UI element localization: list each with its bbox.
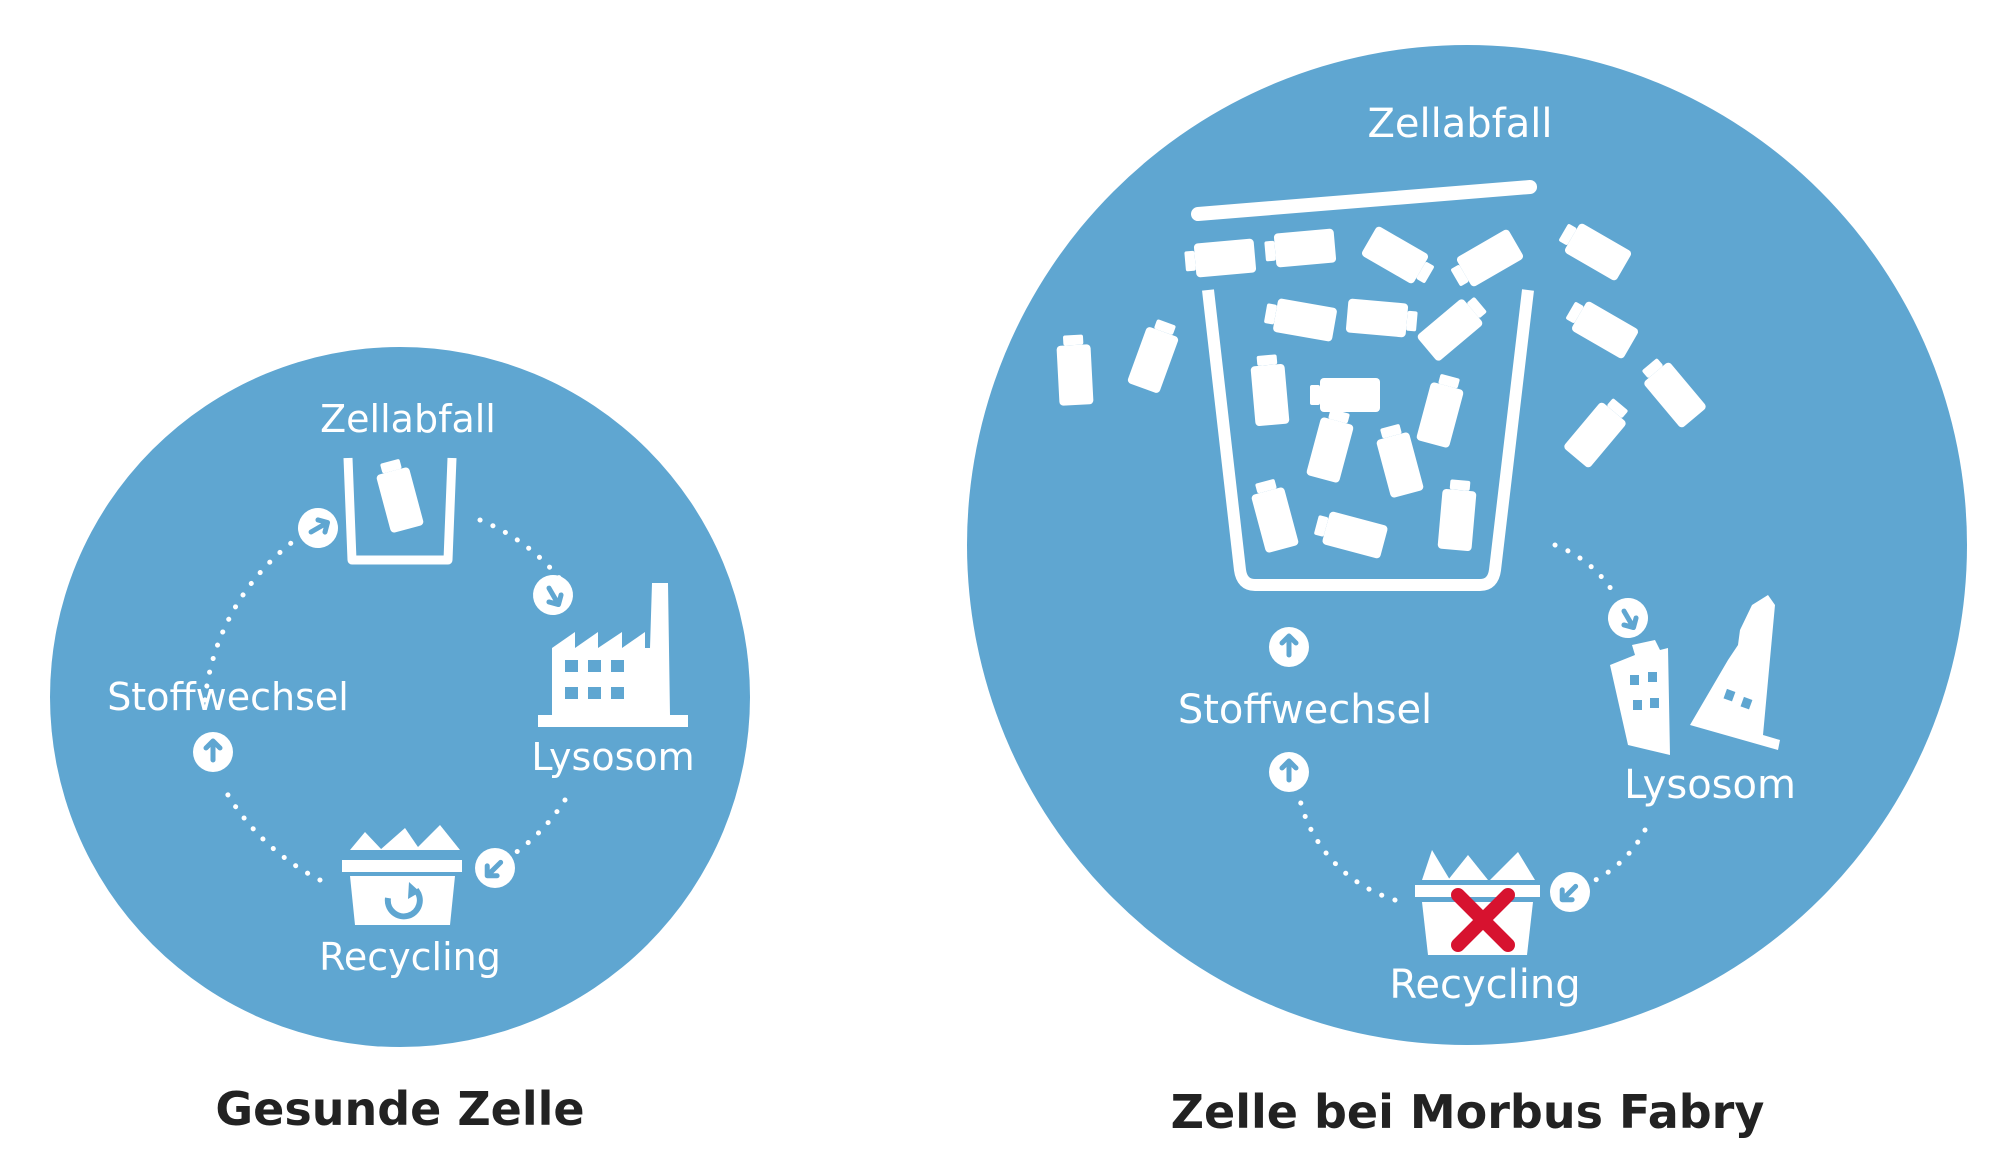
- fabry-label-lysosome: Lysosom: [1624, 762, 1796, 808]
- recycling-basket-icon: [342, 825, 462, 925]
- healthy-cycle-dotted-path: [502, 797, 568, 863]
- refresh-icon: [384, 888, 423, 920]
- fabry-cycle-dotted-path: [1297, 797, 1398, 903]
- arrow-icon: [193, 732, 233, 772]
- factory-icon: [538, 583, 688, 727]
- healthy-label-recycling: Recycling: [319, 935, 501, 979]
- fabry-label-waste: Zellabfall: [1368, 101, 1553, 147]
- fabry-cycle-dotted-path: [1582, 827, 1648, 888]
- healthy-label-metabolism: Stoffwechsel: [107, 675, 349, 719]
- fabry-label-recycling: Recycling: [1389, 962, 1580, 1008]
- trash-lid: [1191, 180, 1537, 221]
- healthy-label-waste: Zellabfall: [320, 397, 496, 441]
- cross-icon: [1451, 888, 1515, 952]
- waste-bottle-icon: [1310, 378, 1380, 412]
- arrow-icon: [1269, 752, 1309, 792]
- healthy-cycle-dotted-path: [222, 787, 323, 883]
- healthy-cell-diagram: Zellabfall Lysosom Recycling Stoffwechse…: [50, 347, 750, 1047]
- healthy-cell-circle: [50, 347, 750, 1047]
- healthy-cell-caption: Gesunde Zelle: [215, 1082, 585, 1136]
- collapsed-factory-icon: [1610, 595, 1780, 755]
- fabry-cycle-dotted-path: [1552, 542, 1618, 598]
- overflowing-trash-bin-icon: [1055, 180, 1708, 591]
- recycling-basket-blocked-icon: [1415, 850, 1540, 955]
- healthy-label-lysosome: Lysosom: [531, 735, 694, 779]
- fabry-cell-caption: Zelle bei Morbus Fabry: [1170, 1085, 1765, 1139]
- trash-bin-with-bottle-icon: [343, 456, 457, 565]
- arrow-icon: [1269, 627, 1309, 667]
- fabry-label-metabolism: Stoffwechsel: [1178, 687, 1432, 733]
- fabry-cell-diagram: Zellabfall Lysosom Recycling Stoffwechse…: [967, 45, 1967, 1045]
